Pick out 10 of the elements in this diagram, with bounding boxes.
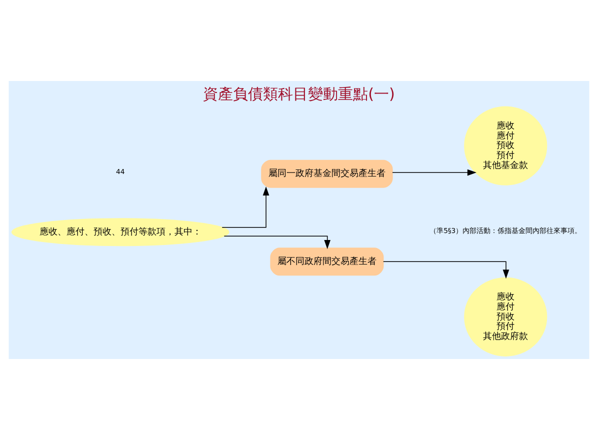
diagram-title: 資產負債類科目變動重點(一)	[203, 84, 395, 103]
node-box: 屬同一政府基金間交易產生者	[261, 159, 393, 188]
arrow	[222, 186, 270, 228]
node-circle: 應收 應付 預收 預付 其他基金款	[464, 106, 548, 185]
arrow	[224, 235, 331, 249]
arrow	[382, 260, 510, 278]
node-circle: 應收 應付 預收 預付 其他政府款	[464, 276, 548, 356]
node-ellipse: 應收、應付、預收、預付等款項，其中：	[11, 218, 230, 246]
node-box: 屬不同政府間交易產生者	[270, 247, 384, 276]
arrow	[392, 168, 476, 176]
